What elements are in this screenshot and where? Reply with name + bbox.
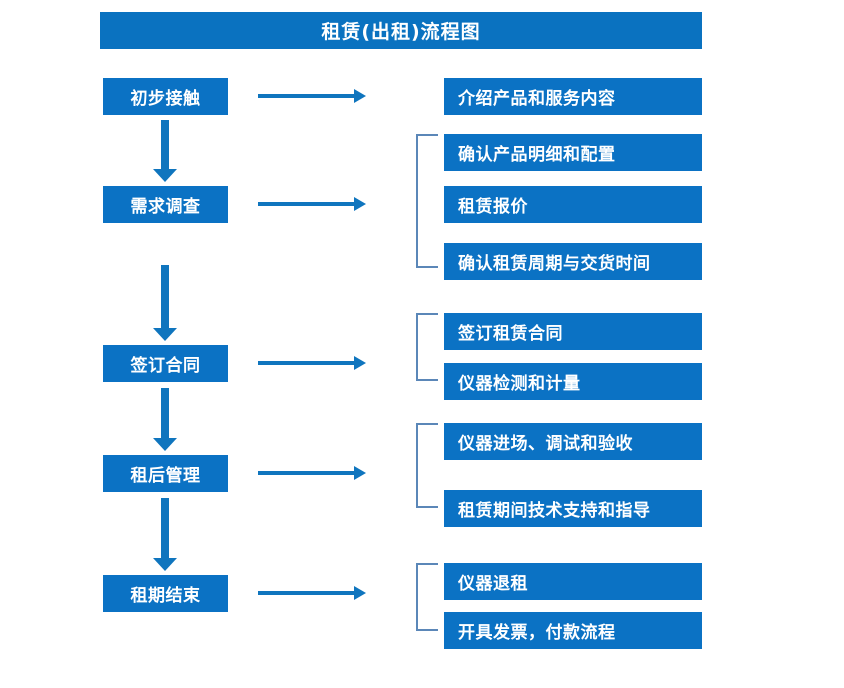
detail-box-1[interactable]: 介绍产品和服务内容: [444, 78, 702, 115]
stage-box-4[interactable]: 租后管理: [103, 455, 228, 492]
group-bracket-3: [416, 313, 438, 381]
detail-box-8[interactable]: 租赁期间技术支持和指导: [444, 490, 702, 527]
group-bracket-2: [416, 134, 438, 268]
detail-box-7[interactable]: 仪器进场、调试和验收: [444, 423, 702, 460]
vertical-arrow-4: [153, 498, 177, 571]
horizontal-arrow-5: [258, 586, 366, 600]
stage-box-3[interactable]: 签订合同: [103, 345, 228, 382]
vertical-arrow-3: [153, 388, 177, 451]
arrow-shaft: [258, 591, 356, 595]
arrow-head: [153, 169, 177, 182]
detail-box-3[interactable]: 租赁报价: [444, 186, 702, 223]
detail-box-9[interactable]: 仪器退租: [444, 563, 702, 600]
vertical-arrow-1: [153, 120, 177, 182]
arrow-head: [354, 586, 366, 600]
arrow-shaft: [161, 388, 169, 438]
horizontal-arrow-3: [258, 356, 366, 370]
arrow-shaft: [258, 202, 356, 206]
group-bracket-5: [416, 563, 438, 631]
arrow-head: [153, 328, 177, 341]
detail-box-10[interactable]: 开具发票，付款流程: [444, 612, 702, 649]
arrow-shaft: [258, 361, 356, 365]
arrow-shaft: [161, 498, 169, 558]
detail-box-2[interactable]: 确认产品明细和配置: [444, 134, 702, 171]
arrow-head: [153, 438, 177, 451]
detail-box-5[interactable]: 签订租赁合同: [444, 313, 702, 350]
vertical-arrow-2: [153, 265, 177, 341]
group-bracket-4: [416, 423, 438, 508]
arrow-shaft: [258, 94, 356, 98]
arrow-shaft: [258, 471, 356, 475]
horizontal-arrow-1: [258, 89, 366, 103]
stage-box-2[interactable]: 需求调查: [103, 186, 228, 223]
horizontal-arrow-4: [258, 466, 366, 480]
arrow-head: [354, 356, 366, 370]
stage-box-5[interactable]: 租期结束: [103, 575, 228, 612]
arrow-head: [153, 558, 177, 571]
arrow-shaft: [161, 120, 169, 169]
detail-box-6[interactable]: 仪器检测和计量: [444, 363, 702, 400]
stage-box-1[interactable]: 初步接触: [103, 78, 228, 115]
chart-title: 租赁(出租)流程图: [100, 12, 702, 49]
horizontal-arrow-2: [258, 197, 366, 211]
detail-box-4[interactable]: 确认租赁周期与交货时间: [444, 243, 702, 280]
arrow-head: [354, 89, 366, 103]
arrow-shaft: [161, 265, 169, 328]
arrow-head: [354, 197, 366, 211]
arrow-head: [354, 466, 366, 480]
